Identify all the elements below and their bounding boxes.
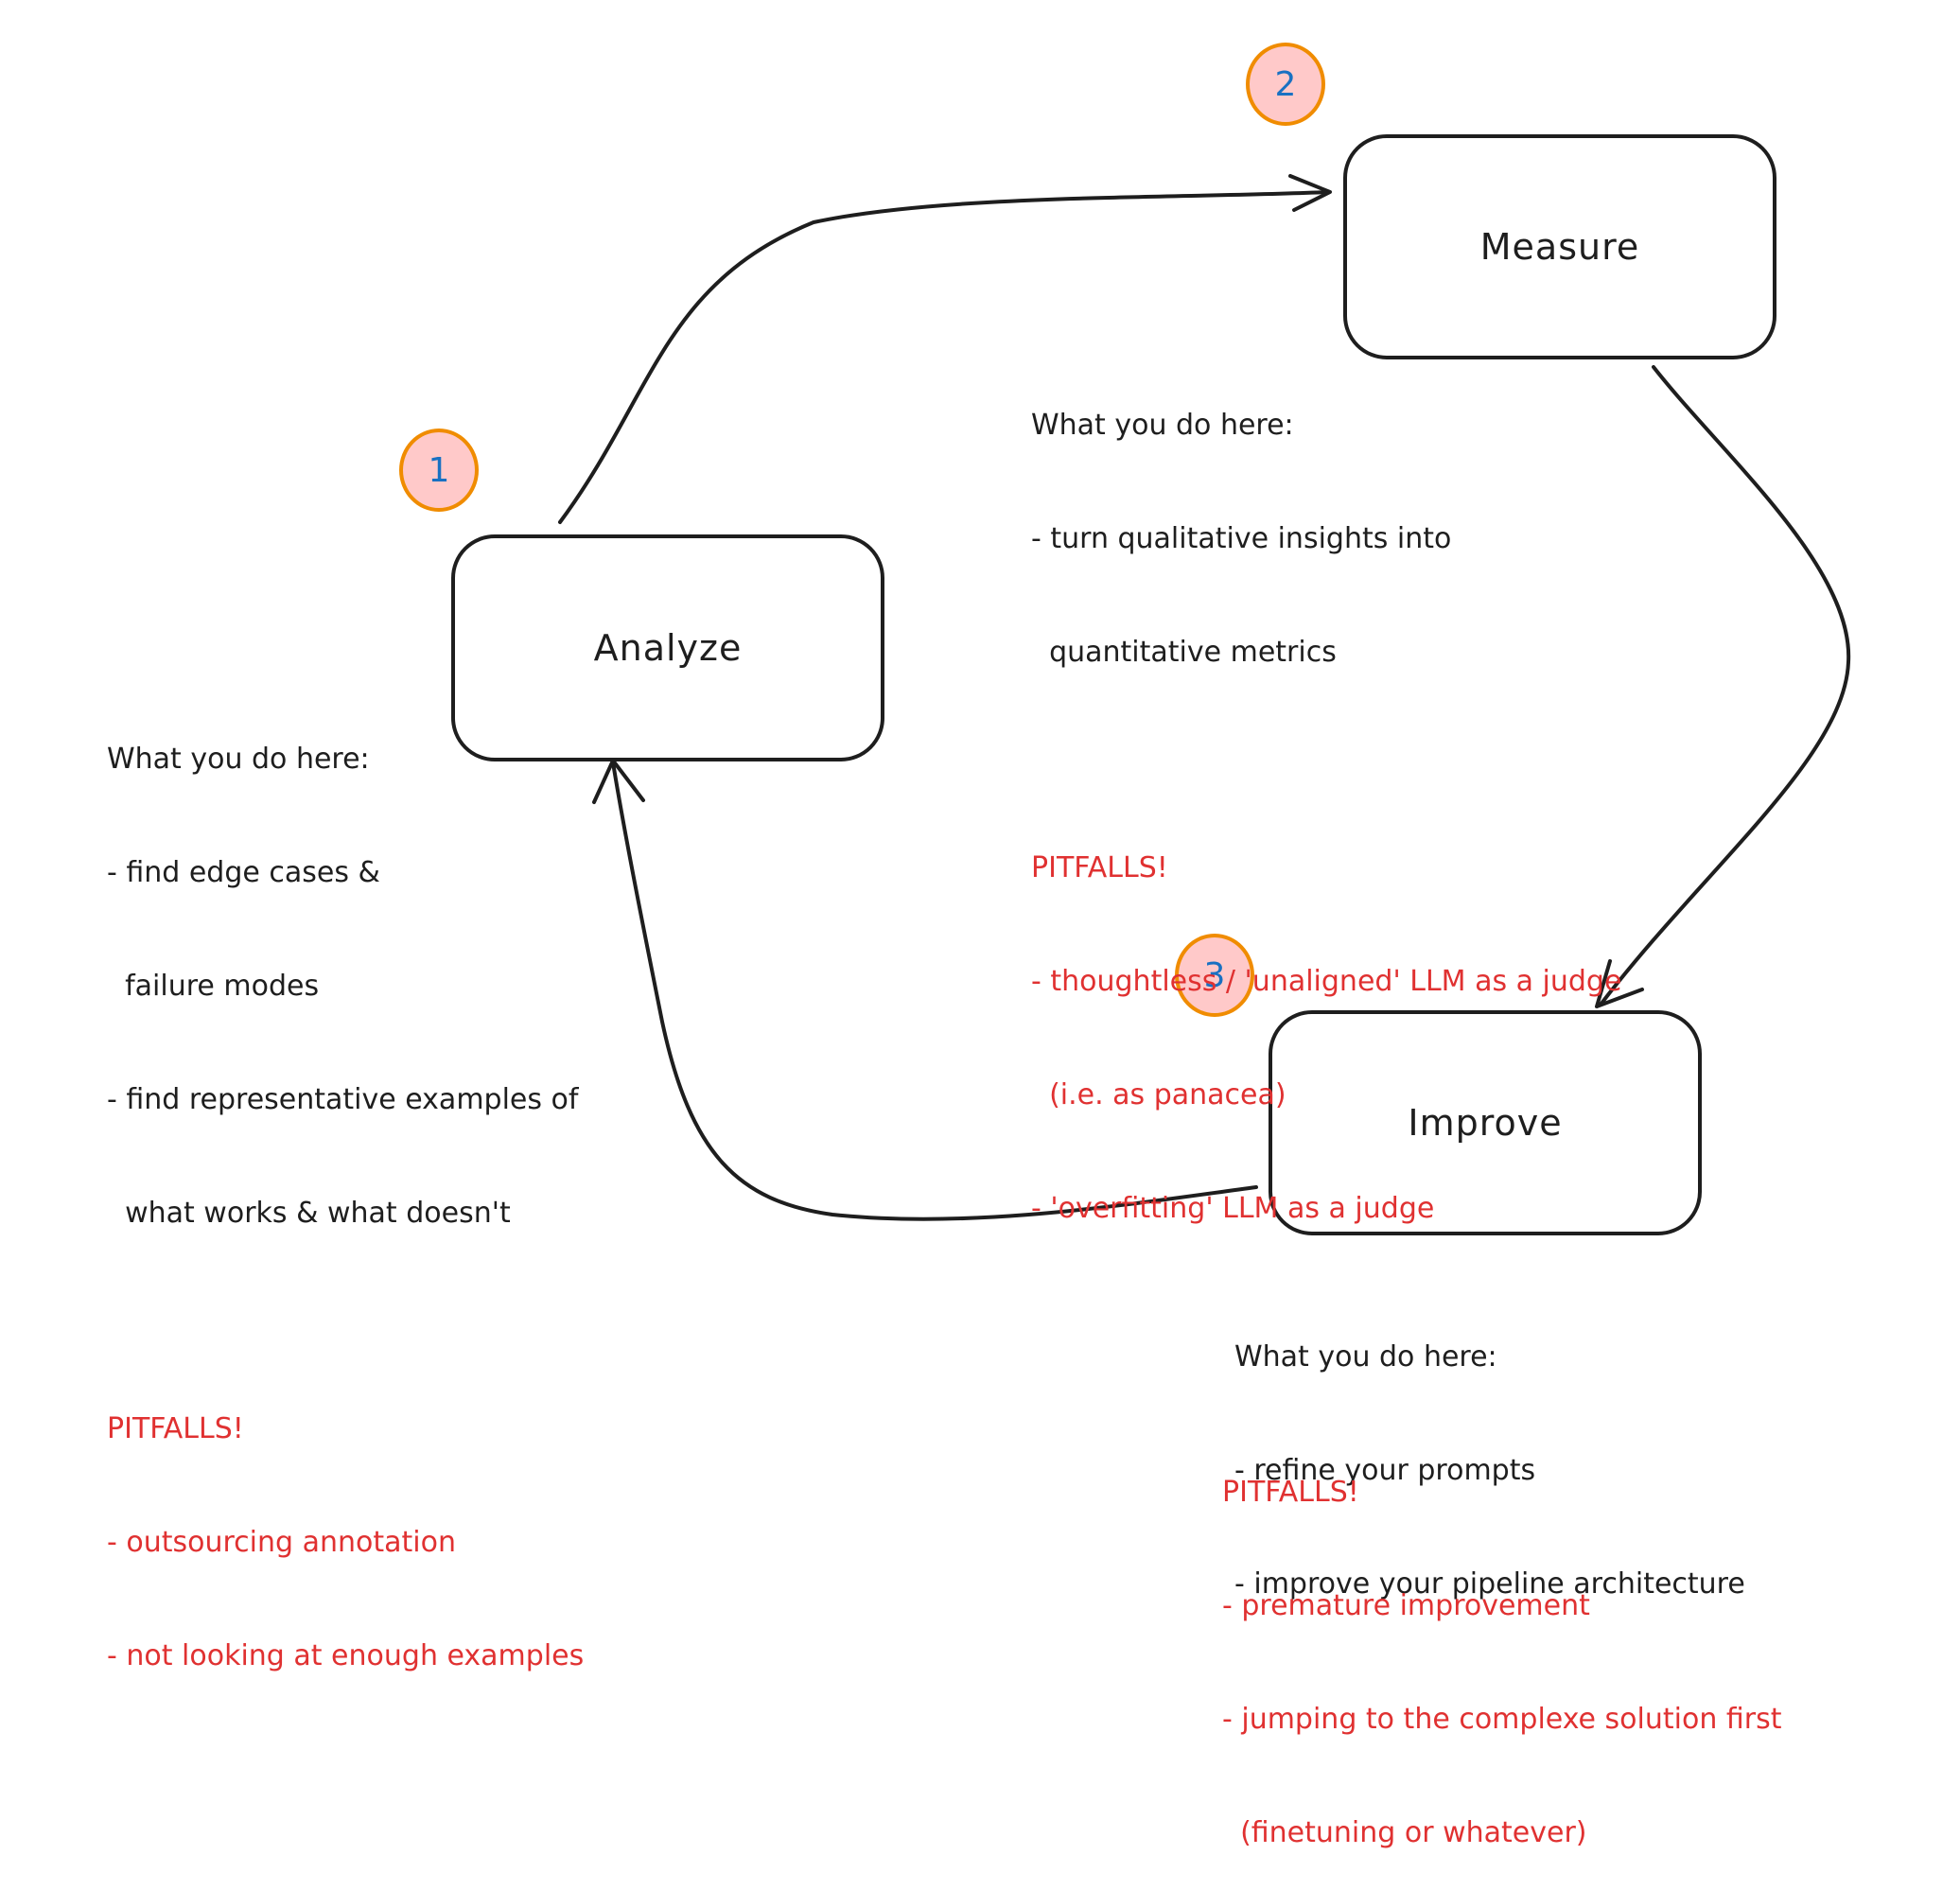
- arrow-improve-to-analyze: [611, 761, 1258, 1221]
- improve-note-line: - refine your prompts: [1234, 1454, 1536, 1487]
- analyze-notes: What you do here: - find edge cases & fa…: [107, 665, 584, 1713]
- analyze-note-line: what works & what doesn't: [107, 1197, 511, 1230]
- diagram-canvas: [558, 174, 1851, 1221]
- measure-pitfalls-heading: PITFALLS!: [1031, 851, 1168, 884]
- analyze-pitfall-line: - outsourcing annotation: [107, 1526, 456, 1559]
- measure-pitfall-line: (i.e. as panacea): [1031, 1078, 1286, 1111]
- improve-pitfalls-heading: PITFALLS!: [1222, 1476, 1359, 1509]
- step-number-2: 2: [1274, 64, 1297, 104]
- arrow-analyze-to-measure: [558, 190, 1330, 524]
- measure-label: Measure: [1479, 226, 1640, 268]
- improve-notes-heading: What you do here:: [1234, 1340, 1497, 1374]
- improve-pitfalls: PITFALLS! - premature improvement - jump…: [1222, 1398, 1782, 1890]
- step-number-1: 1: [428, 450, 450, 490]
- measure-note-line: quantitative metrics: [1031, 636, 1337, 669]
- arrow-measure-to-improve: [1599, 365, 1851, 1006]
- step-number-3: 3: [1203, 955, 1226, 995]
- improve-pitfall-line: - premature improvement: [1222, 1589, 1590, 1622]
- measure-box: Measure: [1343, 134, 1776, 359]
- measure-note-line: - turn qualitative insights into: [1031, 522, 1452, 555]
- analyze-box: Analyze: [451, 534, 884, 761]
- improve-pitfall-line: (finetuning or whatever): [1222, 1816, 1587, 1849]
- analyze-notes-heading: What you do here:: [107, 743, 370, 776]
- step-badge-2: 2: [1246, 43, 1325, 126]
- arrowhead-improve: [1595, 959, 1644, 1008]
- step-badge-3: 3: [1175, 934, 1254, 1017]
- improve-box: Improve: [1269, 1010, 1702, 1235]
- improve-notes: What you do here: - refine your prompts …: [1234, 1263, 1745, 1743]
- improve-label: Improve: [1408, 1102, 1563, 1144]
- step-badge-1: 1: [399, 429, 479, 512]
- measure-notes: What you do here: - turn qualitative ins…: [1031, 331, 1621, 1266]
- measure-pitfall-line: - thoughtless / 'unaligned' LLM as a jud…: [1031, 965, 1622, 998]
- analyze-label: Analyze: [593, 627, 743, 669]
- analyze-note-line: failure modes: [107, 970, 320, 1003]
- analyze-note-line: - find representative examples of: [107, 1083, 579, 1116]
- measure-pitfall-line: - 'overfitting' LLM as a judge: [1031, 1192, 1435, 1225]
- analyze-pitfall-line: - not looking at enough examples: [107, 1639, 585, 1672]
- analyze-note-line: - find edge cases &: [107, 856, 380, 889]
- measure-notes-heading: What you do here:: [1031, 409, 1294, 442]
- improve-pitfall-line: - jumping to the complexe solution first: [1222, 1703, 1782, 1736]
- arrowhead-measure: [1288, 174, 1332, 212]
- analyze-pitfalls-heading: PITFALLS!: [107, 1412, 244, 1445]
- improve-note-line: - improve your pipeline architecture: [1234, 1567, 1745, 1601]
